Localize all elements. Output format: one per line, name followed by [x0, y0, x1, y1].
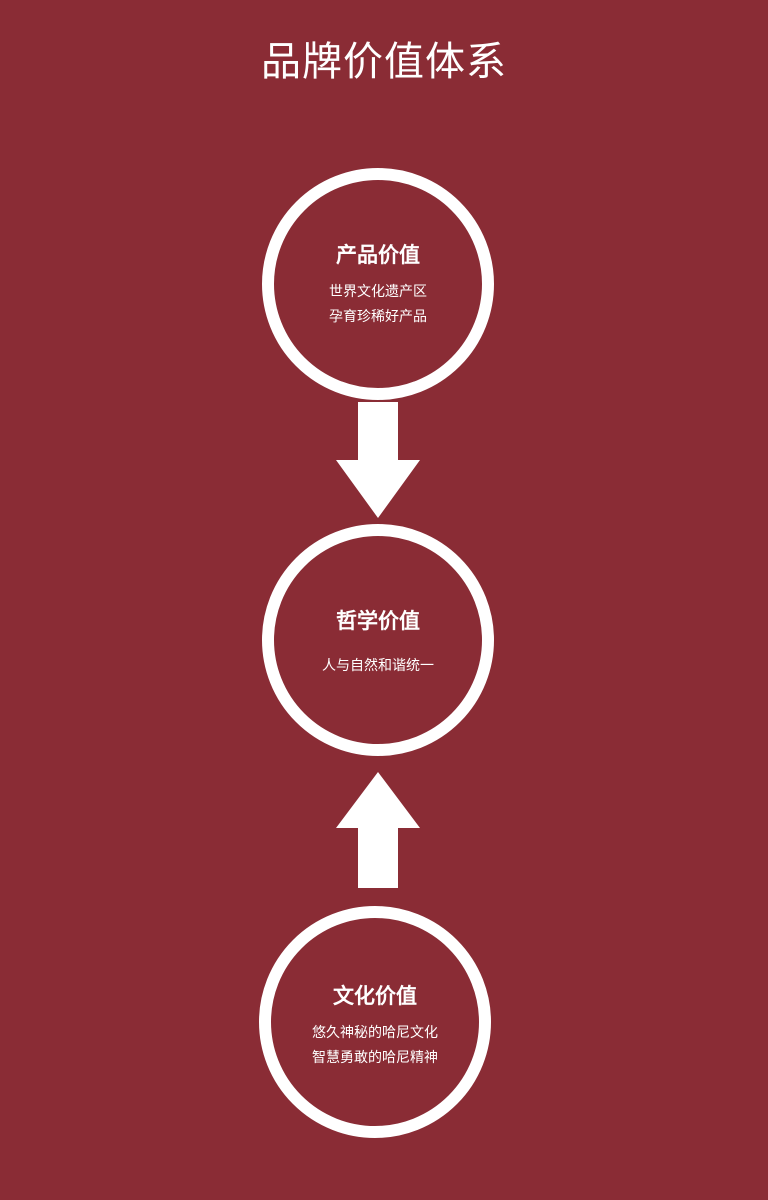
arrow-down-icon — [336, 402, 420, 518]
culture-value-line-2: 智慧勇敢的哈尼精神 — [312, 1050, 438, 1066]
philosophy-value-title: 哲学价值 — [336, 609, 420, 633]
product-value-title: 产品价值 — [336, 243, 420, 267]
page-title: 品牌价值体系 — [261, 39, 507, 85]
philosophy-value-line-1: 人与自然和谐统一 — [322, 658, 434, 674]
culture-value-title: 文化价值 — [333, 984, 417, 1008]
culture-value-line-1: 悠久神秘的哈尼文化 — [312, 1025, 438, 1041]
product-value-line-1: 世界文化遗产区 — [329, 284, 427, 300]
product-value-circle: 产品价值 世界文化遗产区 孕育珍稀好产品 — [262, 168, 494, 400]
product-value-line-2: 孕育珍稀好产品 — [329, 309, 427, 325]
culture-value-circle: 文化价值 悠久神秘的哈尼文化 智慧勇敢的哈尼精神 — [259, 906, 491, 1138]
arrow-up-icon — [336, 772, 420, 888]
philosophy-value-circle: 哲学价值 人与自然和谐统一 — [262, 524, 494, 756]
